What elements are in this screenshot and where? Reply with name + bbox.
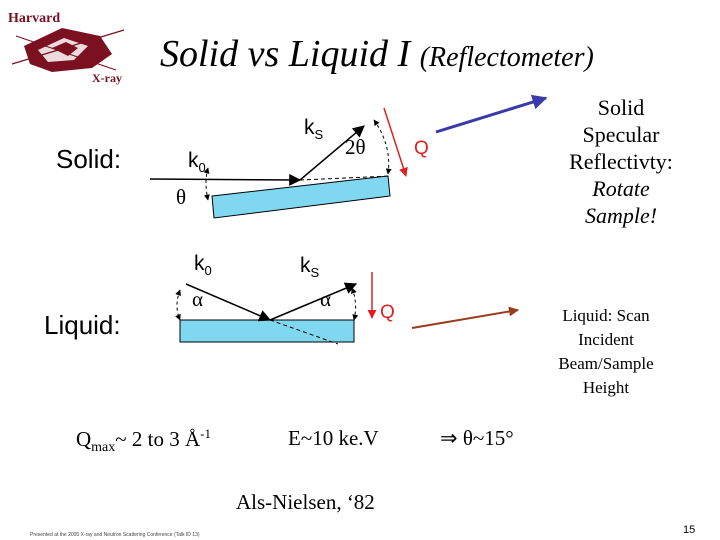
two-theta-arc <box>373 119 392 175</box>
qmax-sub: max <box>91 440 116 456</box>
liquid-k0-label: k0 <box>194 252 212 278</box>
solid-note-line1: Solid <box>597 95 645 120</box>
liquid-q-label: Q <box>380 302 395 323</box>
liquid-beam-extension <box>269 319 339 345</box>
logo-bottom-text: X-ray <box>92 71 122 85</box>
qmax-expression: Qmax~ 2 to 3 Å-1 <box>76 426 211 456</box>
harvard-xray-logo: Harvard X-ray <box>8 11 125 85</box>
solid-theta-label: θ <box>176 185 186 209</box>
liquid-sample <box>179 319 355 343</box>
liquid-note-line4: Height <box>582 378 630 397</box>
solid-sample <box>211 175 391 219</box>
citation: Als-Nielsen, ‘82 <box>236 490 375 514</box>
solid-label: Solid: <box>56 144 121 174</box>
solid-ks-label: kS <box>304 116 324 142</box>
liquid-incident-beam <box>185 283 272 322</box>
alpha-right-arc <box>351 287 359 321</box>
solid-reflected-beam <box>299 125 365 181</box>
logo-top-text: Harvard <box>8 11 60 26</box>
alpha-left-arc <box>175 289 181 321</box>
theta-result: ⇒ θ~15° <box>440 426 514 450</box>
solid-k0-label: k0 <box>188 149 206 175</box>
solid-note-line5: Sample! <box>584 203 658 228</box>
page-number: 15 <box>683 524 696 536</box>
theta-arc <box>203 167 210 201</box>
solid-two-theta-label: 2θ <box>345 135 366 159</box>
solid-beam-extension <box>299 175 391 181</box>
solid-note-line4: Rotate <box>592 176 650 201</box>
liquid-ks-label: kS <box>300 254 320 280</box>
liquid-note-line2: Incident <box>578 330 634 349</box>
footer-note: Presented at the 2005 X-ray and Neutron … <box>30 532 200 538</box>
solid-q-vector <box>383 107 408 177</box>
solid-q-label: Q <box>414 138 429 159</box>
liquid-alpha-right-label: α <box>320 287 331 311</box>
liquid-note-line3: Beam/Sample <box>558 354 654 373</box>
solid-pointer-arrow <box>435 94 548 134</box>
solid-note-line3: Reflectivty: <box>569 149 673 174</box>
title-sub: (Reflectometer) <box>419 42 594 73</box>
slide-title: Solid vs Liquid I (Reflectometer) <box>160 32 594 76</box>
liquid-pointer-arrow <box>411 306 519 329</box>
solid-note-line2: Specular <box>582 122 660 147</box>
liquid-note-line1: Liquid: Scan <box>562 306 650 325</box>
liquid-alpha-left-label: α <box>192 287 203 311</box>
liquid-label: Liquid: <box>44 310 121 340</box>
solid-incident-beam <box>149 173 302 186</box>
title-main: Solid vs Liquid I <box>160 33 411 75</box>
liquid-reflected-beam <box>269 282 358 321</box>
qmax-sup: -1 <box>200 426 211 441</box>
energy-expression: E~10 ke.V <box>288 426 379 450</box>
liquid-note: Liquid: Scan Incident Beam/Sample Height <box>540 304 672 400</box>
solid-note: Solid Specular Reflectivty: Rotate Sampl… <box>555 94 687 229</box>
